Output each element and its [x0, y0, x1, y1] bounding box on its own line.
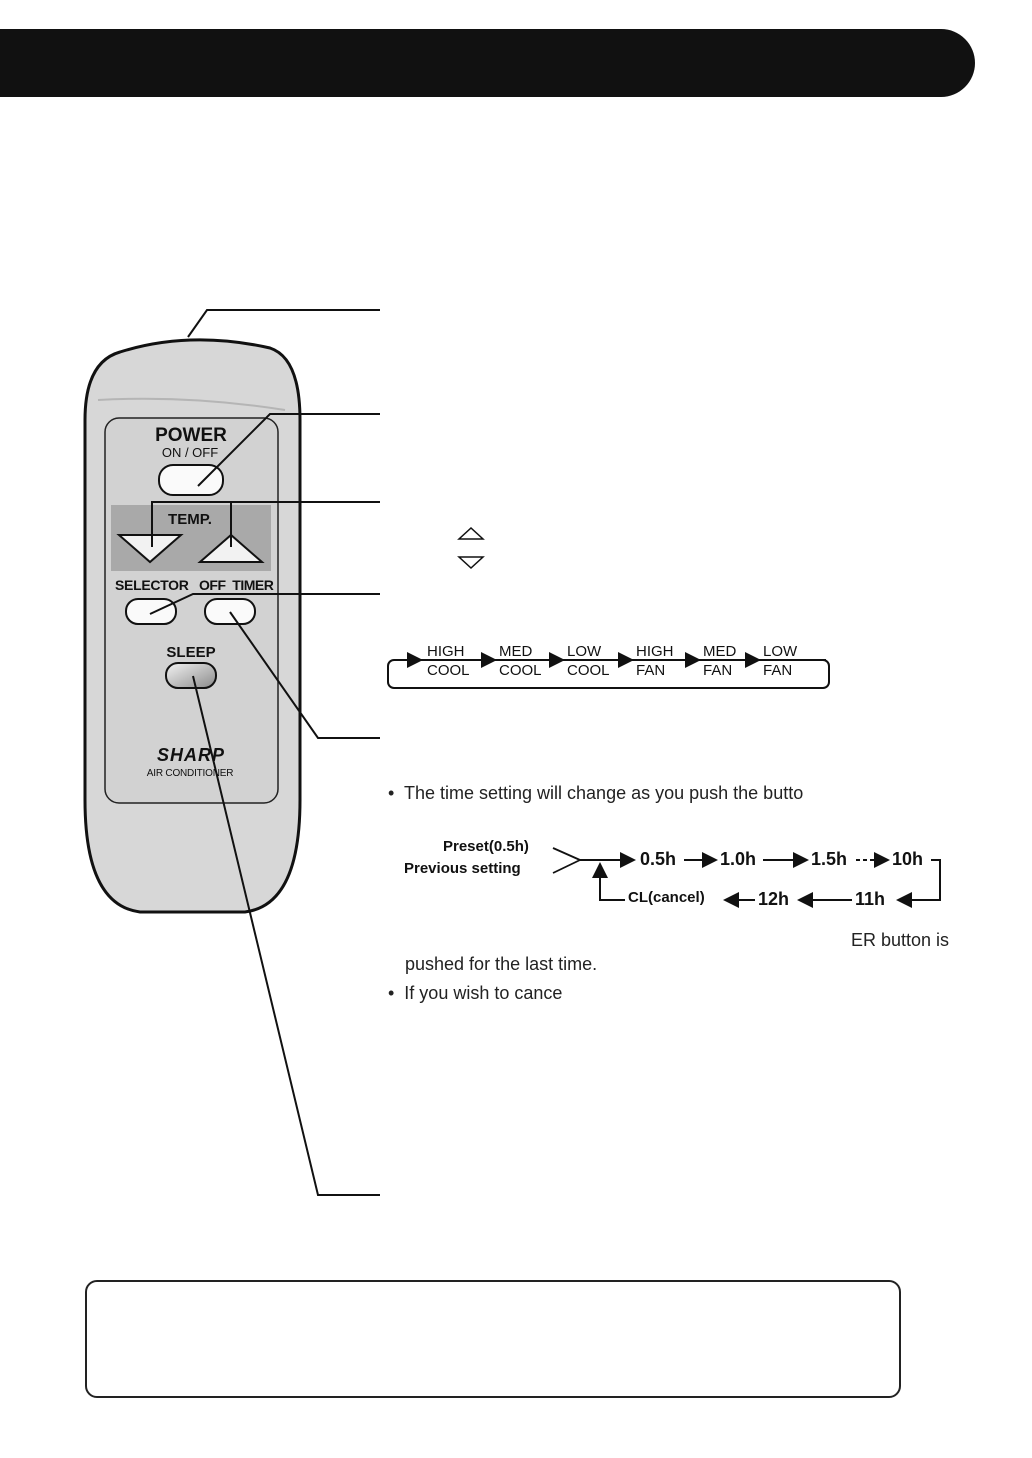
timer-pushed-last: pushed for the last time.: [405, 954, 598, 974]
timer-step: 0.5h: [640, 849, 677, 869]
off-timer-button: [204, 598, 256, 625]
leader-sleep: [192, 675, 380, 1196]
selector-button: [125, 598, 177, 625]
timer-step: 12h: [758, 889, 790, 909]
selector-label: SELECTOR: [115, 577, 189, 593]
temp-down-button: [116, 534, 184, 564]
timer-bullet-1: • The time setting will change as you pu…: [388, 783, 804, 803]
sleep-label: SLEEP: [166, 644, 216, 661]
timer-cancel-step: CL(cancel): [628, 889, 705, 906]
temp-up-button: [197, 533, 265, 563]
timer-step: 1.5h: [811, 849, 848, 869]
temp-down-icon: [457, 556, 485, 570]
leader-selector: [149, 593, 380, 615]
timer-step: 10h: [892, 849, 924, 869]
sleep-button: [165, 662, 217, 689]
temp-up-icon: [457, 526, 485, 540]
power-label: POWER: [155, 425, 227, 446]
product-label: AIR CONDITIONER: [146, 768, 234, 779]
power-sub-label: ON / OFF: [161, 445, 219, 460]
brand-logo: SHARP: [156, 745, 226, 765]
timer-step: 11h: [855, 889, 886, 909]
timer-preset-label: Preset(0.5h): [443, 838, 529, 855]
temp-label: TEMP.: [168, 511, 212, 528]
timer-bullet-2: • If you wish to cance: [388, 983, 563, 1003]
timer-step: 1.0h: [720, 849, 757, 869]
timer-partial-right: ER button is: [851, 930, 950, 950]
leader-power: [197, 413, 380, 487]
power-button: [158, 464, 224, 496]
header-bar: [0, 29, 975, 97]
leader-transmitter: [187, 309, 380, 338]
note-box: [85, 1280, 901, 1398]
timer-previous-label: Previous setting: [404, 860, 521, 877]
leader-off-timer: [229, 611, 380, 739]
leader-temp: [151, 501, 380, 547]
off-timer-label: OFF TIMER: [199, 577, 274, 593]
mode-cycle-box: [387, 659, 830, 689]
